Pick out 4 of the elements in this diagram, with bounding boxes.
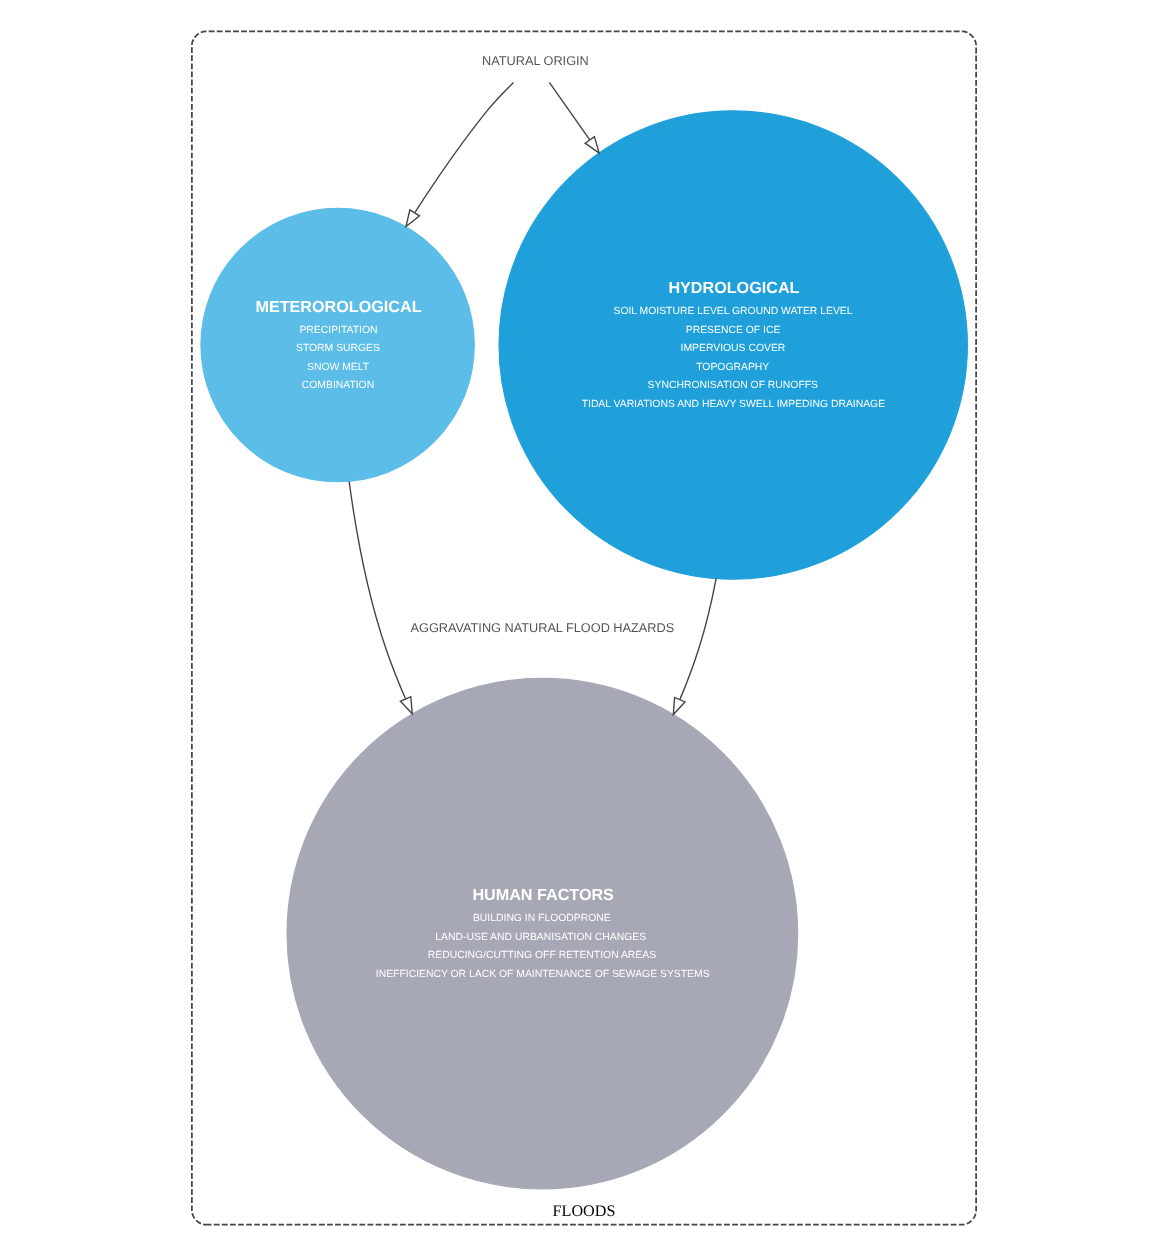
arrow [671,577,716,717]
arrow [347,480,413,716]
arrow [403,81,514,229]
arrow [547,81,600,155]
